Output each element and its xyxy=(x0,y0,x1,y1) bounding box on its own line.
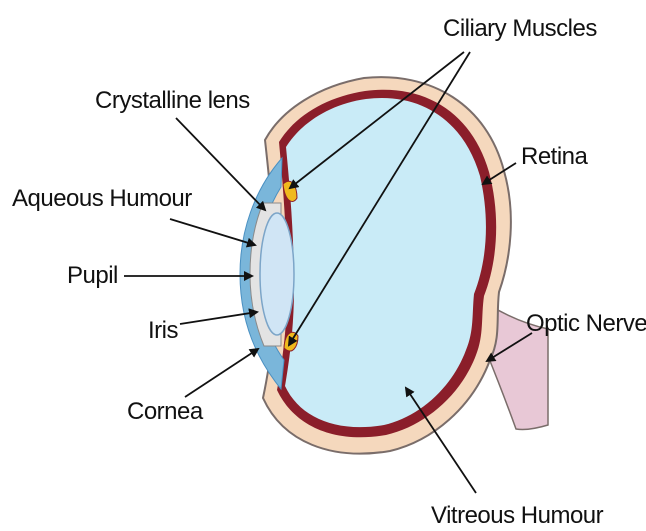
pupil-label: Pupil xyxy=(67,262,118,289)
aqueous-humour-label: Aqueous Humour xyxy=(12,185,192,212)
cornea-pointer xyxy=(185,349,258,397)
lens-shape xyxy=(260,213,294,335)
cornea-label: Cornea xyxy=(127,398,204,425)
iris-label: Iris xyxy=(148,317,178,344)
aqueous-humour-pointer xyxy=(170,219,255,245)
ciliary-muscles-label: Ciliary Muscles xyxy=(443,15,597,42)
retina-label: Retina xyxy=(521,143,589,170)
vitreous-humour-label: Vitreous Humour xyxy=(431,502,604,529)
optic-nerve-label: Optic Nerve xyxy=(526,310,646,337)
crystalline-lens-label: Crystalline lens xyxy=(95,87,250,114)
